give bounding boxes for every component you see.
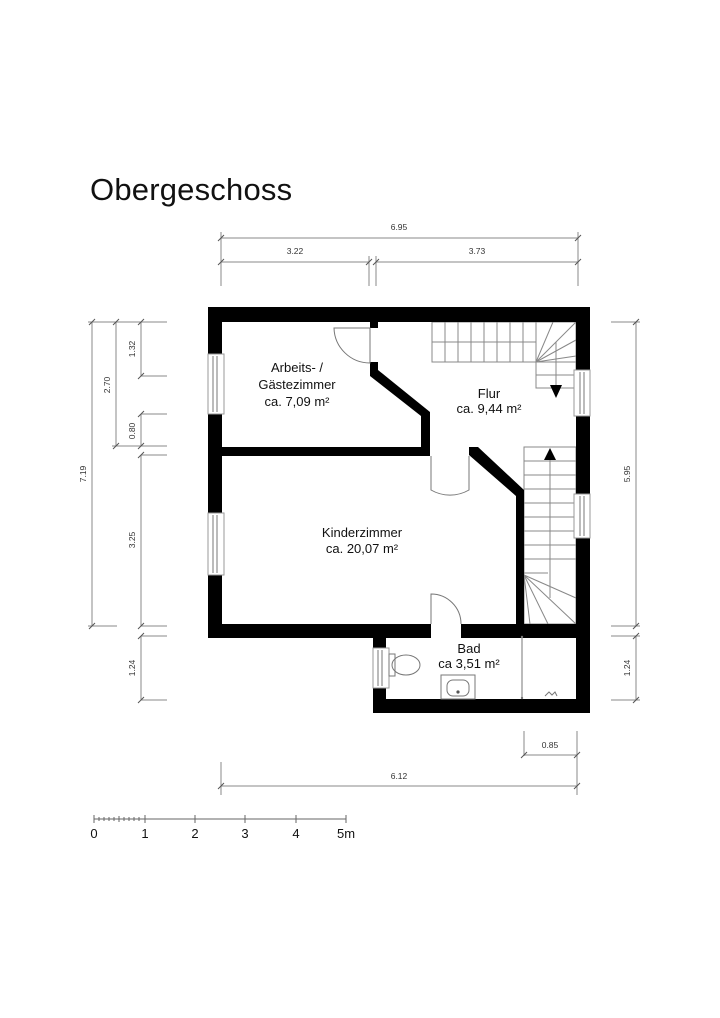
window-kinderzimmer xyxy=(207,512,225,576)
dim-right-5-95: 5.95 xyxy=(622,465,632,482)
bathroom-fixtures xyxy=(388,635,558,700)
toilet-tank xyxy=(388,653,396,677)
scale-label-5m: 5m xyxy=(337,826,355,841)
dim-left-3-25: 3.25 xyxy=(127,531,137,548)
floor-title: Obergeschoss xyxy=(90,172,293,207)
window-flur-lower xyxy=(573,493,591,539)
sink-cabinet xyxy=(440,674,476,700)
top-dimensions: 6.95 3.22 3.73 xyxy=(217,222,582,286)
windows xyxy=(207,353,591,689)
stair-arrow-down-icon xyxy=(550,385,562,398)
dim-top-right: 3.73 xyxy=(469,246,486,256)
scale-bar: 0 1 2 3 4 5m xyxy=(90,815,355,841)
right-dimensions: 5.95 1.24 xyxy=(611,318,640,704)
shower-drain-icon xyxy=(544,691,558,697)
dim-left-1-24: 1.24 xyxy=(127,659,137,676)
stair-arrow-up-icon xyxy=(544,448,556,460)
scale-label-2: 2 xyxy=(191,826,198,841)
doors xyxy=(333,327,470,625)
room-arbeits-name1: Arbeits- / xyxy=(271,360,323,375)
window-arbeitszimmer xyxy=(207,353,225,415)
scale-label-1: 1 xyxy=(141,826,148,841)
left-dimensions: 7.19 2.70 1.32 0.80 3.25 1.24 xyxy=(78,318,167,704)
dim-left-total: 7.19 xyxy=(78,465,88,482)
scale-label-3: 3 xyxy=(241,826,248,841)
walls xyxy=(208,307,590,713)
dim-left-0-80: 0.80 xyxy=(127,422,137,439)
room-flur-name: Flur xyxy=(478,386,501,401)
room-bad-name: Bad xyxy=(457,641,480,656)
dim-top-left: 3.22 xyxy=(287,246,304,256)
scale-label-4: 4 xyxy=(292,826,299,841)
room-arbeits-name2: Gästezimmer xyxy=(258,377,336,392)
room-flur-area: ca. 9,44 m² xyxy=(456,401,522,416)
dim-left-2-70: 2.70 xyxy=(102,376,112,393)
room-bad-area: ca 3,51 m² xyxy=(438,656,500,671)
dim-bottom-0-85: 0.85 xyxy=(542,740,559,750)
window-flur-upper xyxy=(573,369,591,417)
dim-top-total: 6.95 xyxy=(391,222,408,232)
door-kinderzimmer xyxy=(430,456,470,496)
room-labels: Arbeits- / Gästezimmer ca. 7,09 m² Flur … xyxy=(258,360,522,671)
room-kinder-area: ca. 20,07 m² xyxy=(326,541,399,556)
dim-right-1-24: 1.24 xyxy=(622,659,632,676)
sink-basin xyxy=(446,679,470,697)
room-arbeits-area: ca. 7,09 m² xyxy=(264,394,330,409)
dim-bottom-total: 6.12 xyxy=(391,771,408,781)
toilet-bowl xyxy=(391,654,421,676)
scale-label-0: 0 xyxy=(90,826,97,841)
dim-left-1-32: 1.32 xyxy=(127,340,137,357)
door-bad xyxy=(430,593,462,625)
room-kinder-name: Kinderzimmer xyxy=(322,525,403,540)
door-arbeitszimmer xyxy=(333,327,371,364)
window-bad xyxy=(372,647,390,689)
bottom-dimensions: 0.85 6.12 xyxy=(217,731,581,795)
